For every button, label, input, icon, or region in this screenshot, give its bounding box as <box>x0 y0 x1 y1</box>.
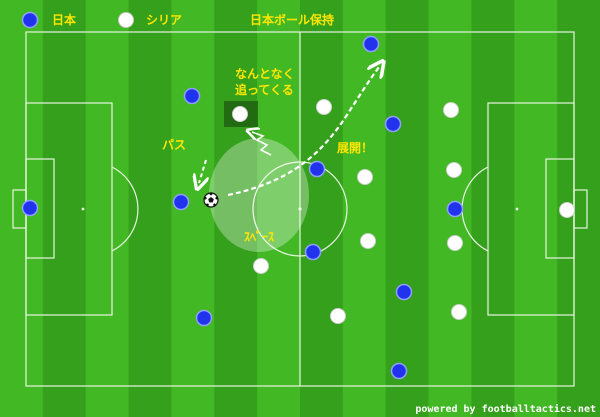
centre-circle <box>252 161 348 257</box>
japan-player-jp-10[interactable] <box>390 362 408 380</box>
pitch-stripe <box>385 0 430 417</box>
syria-player-sy-7[interactable] <box>360 233 376 249</box>
pitch-stripe <box>85 0 130 417</box>
space-note: ｽﾍﾟｰｽ <box>244 230 275 244</box>
japan-player-jp-1[interactable] <box>362 35 380 53</box>
japan-player-jp-6[interactable] <box>446 200 464 218</box>
japan-player-jp-4[interactable] <box>308 160 326 178</box>
japan-player-jp-gk[interactable] <box>21 199 39 217</box>
possession-label: 日本ボール保持 <box>250 13 335 27</box>
japan-player-jp-9[interactable] <box>195 309 213 327</box>
syria-player-sy-6[interactable] <box>559 202 575 218</box>
japan-player-jp-8[interactable] <box>395 283 413 301</box>
legend-japan-label: 日本 <box>52 13 77 27</box>
pitch-stripe <box>42 0 87 417</box>
pressing-run-arrow <box>252 132 272 156</box>
centre-spot <box>298 207 302 211</box>
left-penalty-spot <box>81 207 85 211</box>
syria-player-sy-2[interactable] <box>316 99 332 115</box>
syria-player-sy-9[interactable] <box>253 258 269 274</box>
japan-player-jp-3[interactable] <box>384 115 402 133</box>
syria-player-sy-10[interactable] <box>330 308 346 324</box>
chasing-note-line2: 追ってくる <box>235 83 294 97</box>
left-penalty-arc <box>111 166 139 252</box>
legend-syria-label: シリア <box>146 13 183 27</box>
syria-player-sy-1[interactable] <box>232 106 248 122</box>
syria-player-sy-11[interactable] <box>451 304 467 320</box>
japan-player-jp-5[interactable] <box>172 193 190 211</box>
pass-note: パス <box>162 138 187 152</box>
right-penalty-spot <box>515 207 519 211</box>
space-area <box>209 138 309 252</box>
japan-player-jp-7[interactable] <box>304 243 322 261</box>
pitch-stripe <box>214 0 258 417</box>
switch-play-arrow <box>227 67 379 197</box>
legend-japan-marker <box>21 11 39 29</box>
pitch-stripe <box>342 0 387 417</box>
pitch-stripe <box>514 0 558 417</box>
syria-player-sy-8[interactable] <box>447 235 463 251</box>
pitch-stripe <box>471 0 515 417</box>
pitch-stripe <box>300 0 344 417</box>
ball-icon[interactable] <box>203 192 219 208</box>
syria-player-sy-4[interactable] <box>357 169 373 185</box>
chasing-note-line1: なんとなく <box>235 67 295 81</box>
syria-player-sy-5[interactable] <box>446 162 462 178</box>
switch-note: 展開！ <box>337 141 374 155</box>
legend-syria-marker <box>118 12 134 28</box>
credit-text: powered by footballtactics.net <box>415 404 596 415</box>
pitch-stripe <box>128 0 172 417</box>
japan-player-jp-2[interactable] <box>183 87 201 105</box>
players-layer <box>21 35 575 380</box>
pitch-stripe <box>257 0 301 417</box>
syria-player-sy-3[interactable] <box>443 102 459 118</box>
